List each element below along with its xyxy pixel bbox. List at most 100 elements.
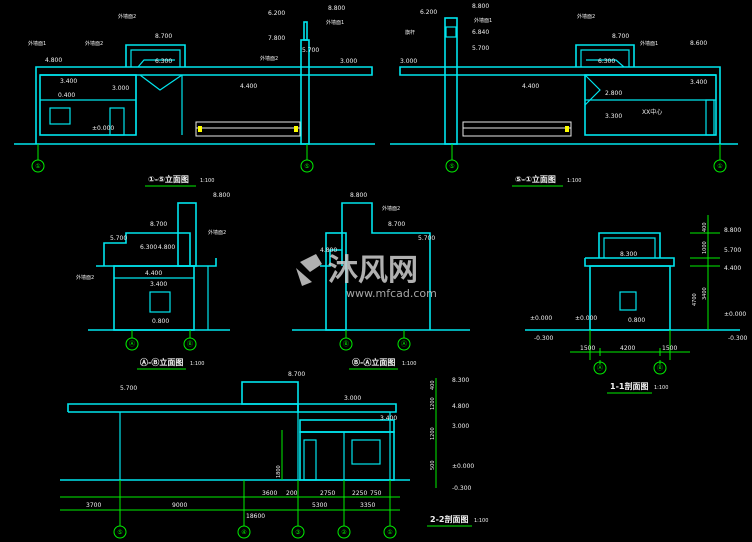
dim-text: 3700	[86, 502, 101, 509]
elev-tag: 8.700	[612, 33, 629, 40]
elev-tag: 5.700	[724, 247, 741, 254]
elev-tag: ±0.000	[724, 311, 746, 318]
elev-tag: 8.800	[724, 227, 741, 234]
watermark-url: www.mfcad.com	[346, 287, 437, 300]
axis-label: Ⓐ	[597, 364, 603, 372]
dim-text: 4200	[620, 345, 635, 352]
dim-text: 3600	[262, 490, 277, 497]
dim-text: 400	[702, 222, 708, 232]
view-scale: 1:100	[567, 178, 581, 184]
facade-sign: XX中心	[642, 108, 662, 116]
watermark-logo-icon	[300, 254, 322, 272]
view-scale: 1:100	[474, 518, 488, 524]
elev-tag: 8.300	[620, 251, 637, 258]
elev-tag: 6.200	[268, 10, 285, 17]
axis-label: ③	[295, 529, 300, 536]
dim-text: 3350	[360, 502, 375, 509]
view-scale: 1:100	[402, 361, 416, 367]
elev-tag: 8.800	[328, 5, 345, 12]
dim-text: 1500	[580, 345, 595, 352]
view-scale: 1:100	[654, 385, 668, 391]
elev-tag: 5.700	[472, 45, 489, 52]
fence	[195, 121, 301, 137]
window	[49, 107, 71, 125]
elev-tag: 3.400	[150, 281, 167, 288]
axis-label: ①	[35, 163, 40, 170]
dim-text: 750	[370, 490, 382, 497]
elev-tag: 5.700	[418, 235, 435, 242]
elev-tag: 5.700	[302, 47, 319, 54]
finish-label: 外墙面2	[118, 13, 136, 20]
view-title: Ⓐ-Ⓑ立面图	[140, 357, 183, 367]
elev-tag: 4.400	[240, 83, 257, 90]
finish-label: 外墙面1	[28, 40, 46, 47]
dim-text: 18600	[246, 513, 265, 520]
view-title: ①-⑤立面图	[148, 174, 189, 184]
elev-tag: 7.800	[268, 35, 285, 42]
elev-tag: 8.800	[213, 192, 230, 199]
elev-tag: 6.200	[420, 9, 437, 16]
view-title: ⑤-①立面图	[515, 174, 556, 184]
door	[303, 439, 317, 481]
axis-label: ①	[387, 529, 392, 536]
elev-tag: 4.800	[158, 244, 175, 251]
finish-label: 外墙面2	[577, 13, 595, 20]
elev-tag: 0.400	[58, 92, 75, 99]
elev-tag: 4.800	[452, 403, 469, 410]
elev-tag: 3.000	[344, 395, 361, 402]
finish-label: 外墙面2	[85, 40, 103, 47]
elev-tag: 6.300	[598, 58, 615, 65]
finish-label: 外墙面2	[260, 55, 278, 62]
elev-tag: 3.400	[380, 415, 397, 422]
elev-tag: 4.400	[522, 83, 539, 90]
elev-tag: 6.300	[140, 244, 157, 251]
elev-tag: -0.300	[452, 485, 472, 492]
elevation-5-1: XX中心 ⑤ ① 6.200 8.800 6.840 5.700 3.000 4…	[390, 3, 738, 187]
dim-text: 200	[286, 490, 298, 497]
finish-label: 外墙面1	[326, 19, 344, 26]
finish-label: 外墙面1	[474, 17, 492, 24]
elev-tag: 0.800	[628, 317, 645, 324]
axis-label: ⑤	[117, 529, 122, 536]
watermark: 沐风网 www.mfcad.com	[296, 253, 437, 300]
view-scale: 1:100	[190, 361, 204, 367]
elev-tag: 4.800	[45, 57, 62, 64]
finish-label: 外墙面2	[382, 205, 400, 212]
elev-tag: 8.600	[690, 40, 707, 47]
view-title: 2-2剖面图	[430, 514, 468, 524]
elev-tag: 5.700	[110, 235, 127, 242]
elev-tag: 8.800	[350, 192, 367, 199]
elev-tag: 3.000	[112, 85, 129, 92]
view-title: Ⓑ-Ⓐ立面图	[352, 357, 395, 367]
watermark-brand: 沐风网	[328, 253, 418, 288]
axis-label: Ⓑ	[187, 340, 193, 348]
window	[619, 291, 637, 311]
elev-tag: 6.840	[472, 29, 489, 36]
elev-tag: 3.300	[605, 113, 622, 120]
elev-tag: ±0.000	[530, 315, 552, 322]
finish-label: 外墙面2	[208, 229, 226, 236]
dim-text: 1500	[662, 345, 677, 352]
axis-label: Ⓐ	[401, 340, 407, 348]
section-2-2: 3700 9000 3600 200 2750 2250 750 5300 33…	[60, 371, 488, 539]
elev-tag: 3.000	[340, 58, 357, 65]
dim-text: 1200	[430, 397, 436, 410]
elev-tag: 3.000	[400, 58, 417, 65]
finish-label: 外墙面1	[640, 40, 658, 47]
elev-tag: 4.400	[145, 270, 162, 277]
dim-text: 4700	[692, 293, 698, 306]
dim-text: 9000	[172, 502, 187, 509]
door	[109, 107, 125, 136]
elev-tag: 8.700	[150, 221, 167, 228]
dim-text: 500	[430, 460, 436, 470]
finish-label: 外墙面2	[76, 274, 94, 281]
dim-text: 5300	[312, 502, 327, 509]
elev-tag: -0.300	[534, 335, 554, 342]
elev-tag: 4.400	[724, 265, 741, 272]
axis-label: ④	[241, 529, 246, 536]
dim-text: 1000	[702, 241, 708, 254]
elev-tag: 2.800	[605, 90, 622, 97]
fence	[462, 121, 572, 137]
elev-tag: 3.400	[690, 79, 707, 86]
